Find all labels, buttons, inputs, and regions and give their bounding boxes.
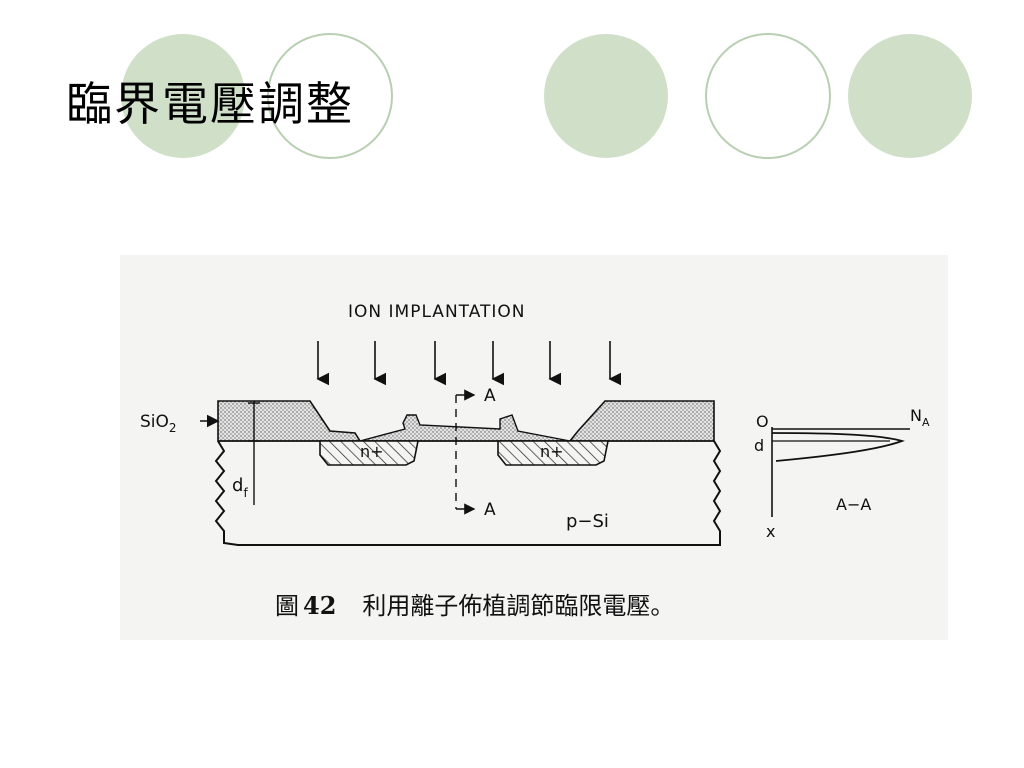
substrate-label: p−Si [566,511,609,532]
green-circle-3 [848,34,972,158]
ion-implantation-diagram: ION IMPLANTATION n+ n+ SiO2 [140,302,930,546]
decorative-circles [121,33,972,159]
outline-circle-1 [267,33,393,159]
depth-label: df [232,475,248,500]
diagram-heading: ION IMPLANTATION [348,302,526,322]
profile-d: d [754,436,764,455]
oxide-label-main: SiO [140,412,169,432]
implant-label-right: n+ [540,442,564,461]
slide-title: 臨界電壓調整 [66,77,354,131]
implant-arrows [316,341,622,386]
profile-curve [771,432,905,462]
doping-profile: O d x NA A−A [754,406,930,541]
thin-oxide [359,414,571,442]
substrate-outline [214,440,722,546]
depth-label-main: d [232,475,243,496]
caption-number: 42 [303,591,337,620]
section-label-top: A [484,386,496,406]
profile-section: A−A [836,495,871,514]
profile-na-sub: A [922,416,930,429]
caption-prefix: 圖 [275,592,299,620]
depth-label-sub: f [243,486,248,500]
caption-text: 利用離子佈植調節臨限電壓。 [362,592,675,620]
implant-region-left [319,440,419,466]
oxide-label-sub: 2 [169,421,177,435]
profile-origin: O [756,412,769,431]
implant-region-right [497,440,609,466]
outline-circle-2 [705,33,831,159]
profile-na: NA [910,406,930,429]
oxide-label: SiO2 [140,412,177,435]
figure-scan: ION IMPLANTATION n+ n+ SiO2 [120,255,948,640]
profile-x: x [766,522,775,541]
implant-label-left: n+ [360,442,384,461]
green-circle-1 [121,34,245,158]
section-label-bottom: A [484,500,496,520]
profile-na-main: N [910,406,922,425]
green-circle-2 [544,34,668,158]
